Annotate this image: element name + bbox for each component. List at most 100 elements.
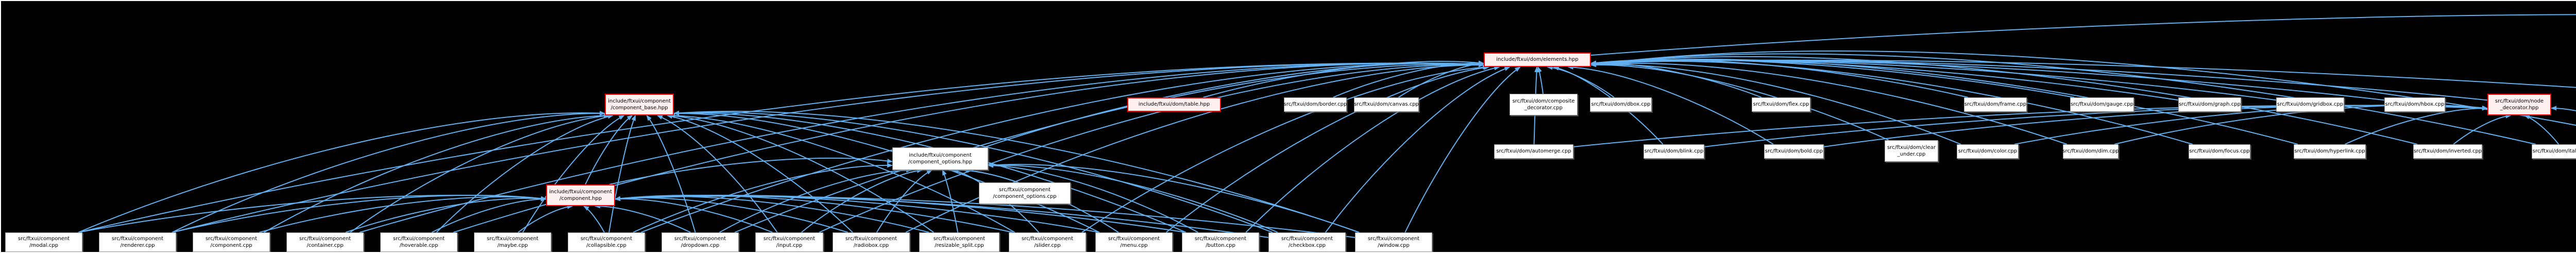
include-edge <box>517 204 573 233</box>
node-label: src/ftxui/dom/gauge.cpp <box>2071 102 2133 108</box>
include-edge <box>585 115 633 185</box>
include-edge <box>78 111 605 233</box>
node-maybe[interactable]: src/ftxui/component /maybe.cpp <box>474 232 551 252</box>
node-clear_under[interactable]: src/ftxui/dom/clear _under.cpp <box>1885 140 1938 162</box>
include-edge <box>734 62 1484 233</box>
include-edge <box>1590 62 2067 145</box>
node-hoverable[interactable]: src/ftxui/component /hoverable.cpp <box>380 232 457 252</box>
include-edge <box>1553 66 1664 145</box>
node-label: include/ftxui/component /component_optio… <box>908 152 972 165</box>
include-edge <box>1590 59 2576 88</box>
include-edge <box>1567 65 1774 145</box>
node-label: src/ftxui/component /input.cpp <box>763 235 816 249</box>
node-label: src/ftxui/component /renderer.cpp <box>111 235 164 249</box>
include-edge <box>1166 65 1490 233</box>
include-edge <box>656 115 778 233</box>
node-dim[interactable]: src/ftxui/dom/dim.cpp <box>2062 144 2119 159</box>
node-label: src/ftxui/dom/dbox.cpp <box>1591 102 1651 108</box>
node-label: src/ftxui/component /component_options.c… <box>993 187 1057 200</box>
include-edge <box>615 194 1187 233</box>
node-label: src/ftxui/dom/inverted.cpp <box>2413 148 2482 155</box>
node-bold[interactable]: src/ftxui/dom/bold.cpp <box>1764 144 1824 159</box>
node-automerge[interactable]: src/ftxui/dom/automerge.cpp <box>1494 144 1573 159</box>
include-edge <box>615 195 1269 238</box>
node-window[interactable]: src/ftxui/component /window.cpp <box>1355 232 1432 252</box>
node-options_cpp[interactable]: src/ftxui/component /component_options.c… <box>979 182 1071 204</box>
node-inverted[interactable]: src/ftxui/dom/inverted.cpp <box>2413 144 2482 159</box>
node-label: src/ftxui/dom/dim.cpp <box>2062 148 2119 155</box>
node-border[interactable]: src/ftxui/dom/border.cpp <box>1284 97 1347 112</box>
node-label: src/ftxui/component /maybe.cpp <box>486 235 539 249</box>
node-dropdown[interactable]: src/ftxui/component /dropdown.cpp <box>662 232 739 252</box>
include-edge <box>719 167 912 233</box>
include-edge <box>2453 113 2512 145</box>
node-label: src/ftxui/component /window.cpp <box>1367 235 1420 249</box>
include-edge <box>350 113 609 233</box>
node-composite_decorator[interactable]: src/ftxui/dom/composite _decorator.cpp <box>1510 94 1578 115</box>
node-label: include/ftxui/dom/elements.hpp <box>1496 57 1579 63</box>
include-edge <box>2524 114 2560 145</box>
include-edge <box>172 111 605 233</box>
node-hyperlink[interactable]: src/ftxui/dom/hyperlink.cpp <box>2294 144 2366 159</box>
node-container[interactable]: src/ftxui/component /container.cpp <box>286 232 364 252</box>
include-edge <box>2551 106 2576 112</box>
node-graph[interactable]: src/ftxui/dom/graph.cpp <box>2178 97 2241 112</box>
node-node_decorator[interactable]: src/ftxui/dom/node _decorator.hpp <box>2487 94 2551 115</box>
node-label: src/ftxui/dom/hbox.cpp <box>2385 102 2445 108</box>
node-frame[interactable]: src/ftxui/dom/frame.cpp <box>1964 97 2027 112</box>
node-hbox[interactable]: src/ftxui/dom/hbox.cpp <box>2384 97 2445 112</box>
include-edge <box>1404 66 1521 233</box>
include-edge <box>609 157 893 185</box>
include-edge <box>988 162 1360 233</box>
node-label: src/ftxui/dom/gridbox.cpp <box>2277 102 2344 108</box>
include-edge <box>608 115 636 233</box>
node-gridbox[interactable]: src/ftxui/dom/gridbox.cpp <box>2276 97 2344 112</box>
node-focus[interactable]: src/ftxui/dom/focus.cpp <box>2189 144 2250 159</box>
node-label: src/ftxui/dom/flex.cpp <box>1753 102 1809 108</box>
node-label: src/ftxui/dom/frame.cpp <box>1964 102 2027 108</box>
node-menu[interactable]: src/ftxui/component /menu.cpp <box>1095 232 1173 252</box>
include-edge <box>1573 105 2488 147</box>
node-canvas[interactable]: src/ftxui/dom/canvas.cpp <box>1354 97 1419 112</box>
include-edge <box>1398 61 1484 98</box>
include-edge <box>172 194 547 233</box>
include-edge <box>876 170 933 233</box>
include-edge <box>172 62 1484 233</box>
include-edge <box>942 170 959 233</box>
node-modal[interactable]: src/ftxui/component /modal.cpp <box>5 232 82 252</box>
node-slider[interactable]: src/ftxui/component /slider.cpp <box>1009 232 1086 252</box>
node-button[interactable]: src/ftxui/component /button.cpp <box>1182 232 1259 252</box>
include-edge <box>522 115 625 233</box>
include-edge <box>1245 65 1500 233</box>
node-label: src/ftxui/component /collapsible.cpp <box>580 235 633 249</box>
node-component_cpp[interactable]: src/ftxui/component /component.cpp <box>193 232 270 252</box>
node-dbox[interactable]: src/ftxui/dom/dbox.cpp <box>1590 97 1652 112</box>
node-component_base[interactable]: include/ftxui/component /component_base.… <box>605 94 674 115</box>
node-label: src/ftxui/component /dropdown.cpp <box>674 235 726 249</box>
node-options_hpp[interactable]: include/ftxui/component /component_optio… <box>892 147 988 170</box>
node-label: src/ftxui/component /hoverable.cpp <box>393 235 445 249</box>
node-component_hpp[interactable]: include/ftxui/component /component.hpp <box>546 184 615 206</box>
node-input[interactable]: src/ftxui/component /input.cpp <box>755 232 823 252</box>
include-edge <box>345 196 547 233</box>
node-italic[interactable]: src/ftxui/dom/italic.cpp <box>2532 144 2576 159</box>
node-renderer[interactable]: src/ftxui/component /renderer.cpp <box>99 232 176 252</box>
include-edge <box>801 168 923 233</box>
include-edge <box>263 113 609 233</box>
node-table[interactable]: include/ftxui/dom/table.hpp <box>1127 97 1221 112</box>
include-edge <box>1081 65 1488 233</box>
include-edge <box>1333 61 1484 98</box>
node-label: src/ftxui/dom/border.cpp <box>1283 102 1347 108</box>
node-color[interactable]: src/ftxui/dom/color.cpp <box>1957 144 2019 159</box>
include-edge <box>2345 106 2488 145</box>
node-gauge[interactable]: src/ftxui/dom/gauge.cpp <box>2070 97 2134 112</box>
node-radiobox[interactable]: src/ftxui/component /radiobox.cpp <box>833 232 910 252</box>
node-label: src/ftxui/component /menu.cpp <box>1108 235 1160 249</box>
node-collapsible[interactable]: src/ftxui/component /collapsible.cpp <box>568 232 645 252</box>
node-checkbox[interactable]: src/ftxui/component /checkbox.cpp <box>1268 232 1346 252</box>
node-flex[interactable]: src/ftxui/dom/flex.cpp <box>1752 97 1810 112</box>
node-elements[interactable]: include/ftxui/dom/elements.hpp <box>1484 53 1591 67</box>
node-resizable_split[interactable]: src/ftxui/component /resizable_split.cpp <box>919 232 999 252</box>
node-blink[interactable]: src/ftxui/dom/blink.cpp <box>1643 144 1704 159</box>
node-label: src/ftxui/component /resizable_split.cpp <box>933 235 986 249</box>
